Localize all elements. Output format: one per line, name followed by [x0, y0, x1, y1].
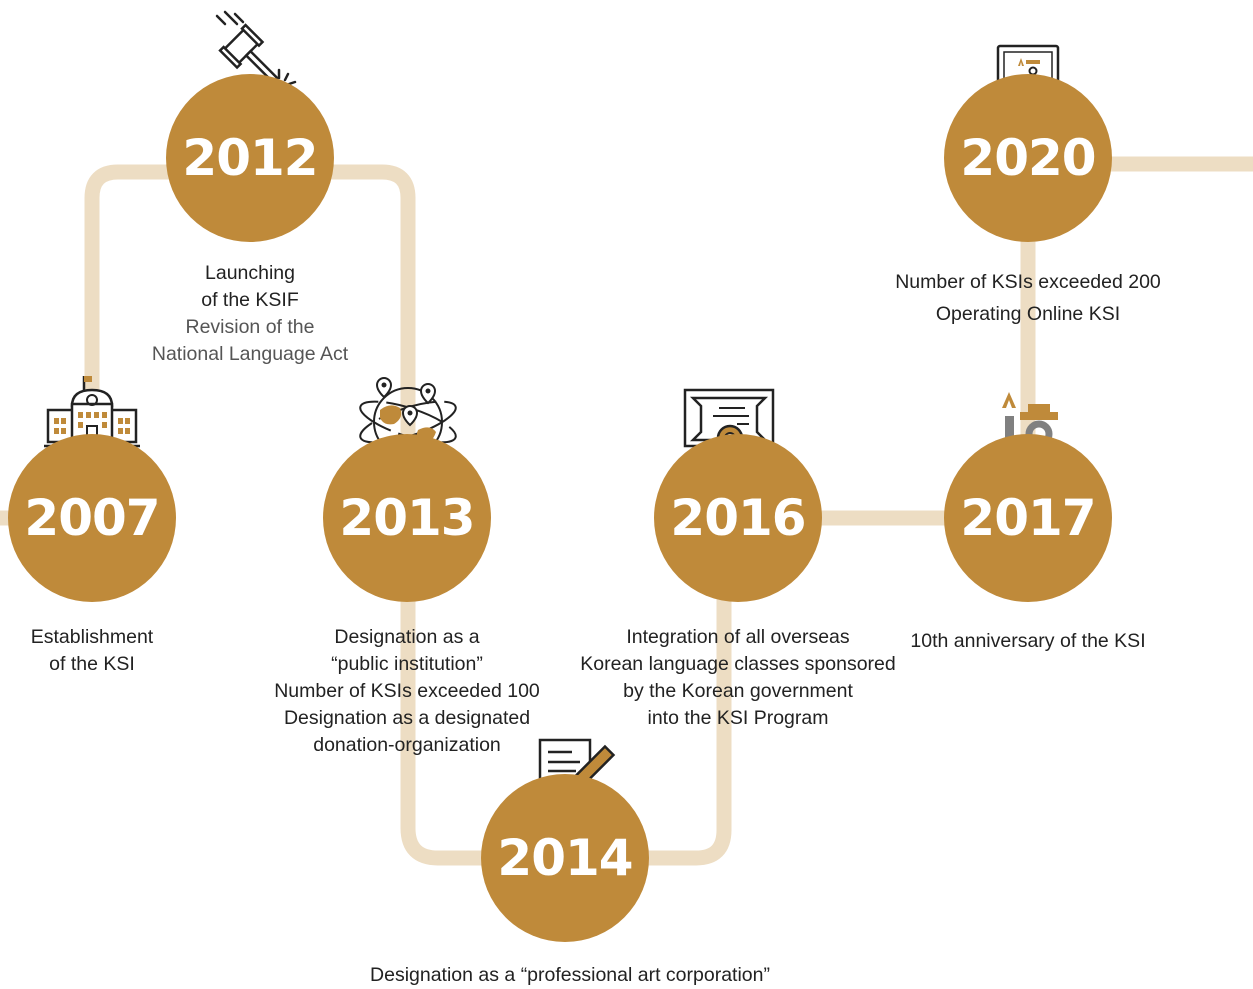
caption-2007-line-2: of the KSI — [49, 653, 135, 675]
caption-2007-line-1: Establishment — [30, 626, 154, 648]
year-label-2020: 2020 — [960, 129, 1096, 187]
caption-2017: 10th anniversary of the KSI — [903, 628, 1153, 655]
caption-2016-line-3: by the Korean government — [623, 680, 853, 702]
caption-2014-line-1: Designation as a “professional art corpo… — [370, 964, 770, 986]
year-circle-2014: 2014 — [481, 774, 649, 942]
caption-2013-line-4: Designation as a designated — [283, 707, 531, 729]
year-label-2013: 2013 — [339, 489, 475, 547]
caption-2014: Designation as a “professional art corpo… — [330, 962, 810, 989]
year-circle-2020: 2020 — [944, 74, 1112, 242]
year-label-2007: 2007 — [24, 489, 160, 547]
caption-2012-sub-1: Revision of the — [185, 316, 315, 338]
caption-2013-line-5: donation-organization — [313, 734, 501, 756]
caption-2016-line-4: into the KSI Program — [647, 707, 829, 729]
year-circle-2012: 2012 — [166, 74, 334, 242]
year-circle-2013: 2013 — [323, 434, 491, 602]
caption-2012-sub-2: National Language Act — [151, 343, 349, 365]
caption-2020: Number of KSIs exceeded 200 Operating On… — [888, 266, 1168, 330]
caption-2012-line-2: of the KSIF — [201, 289, 299, 311]
caption-2016: Integration of all overseas Korean langu… — [573, 624, 903, 732]
year-label-2017: 2017 — [960, 489, 1096, 547]
year-circle-2007: 2007 — [8, 434, 176, 602]
timeline-connector — [0, 156, 1253, 866]
caption-2013-line-2: “public institution” — [331, 653, 483, 675]
year-label-2014: 2014 — [497, 829, 633, 887]
caption-2012-line-1: Launching — [205, 262, 295, 284]
caption-2017-line-1: 10th anniversary of the KSI — [910, 630, 1146, 652]
caption-2013-line-3: Number of KSIs exceeded 100 — [274, 680, 540, 702]
caption-2007: Establishment of the KSI — [2, 624, 182, 678]
year-label-2012: 2012 — [182, 129, 318, 187]
caption-2016-line-2: Korean language classes sponsored — [580, 653, 896, 675]
caption-2013: Designation as a “public institution” Nu… — [257, 624, 557, 759]
year-circle-2016: 2016 — [654, 434, 822, 602]
caption-2016-line-1: Integration of all overseas — [626, 626, 850, 648]
caption-2012: Launching of the KSIF Revision of the Na… — [110, 260, 390, 368]
caption-2020-line-1: Number of KSIs exceeded 200 — [895, 271, 1161, 293]
caption-2013-line-1: Designation as a — [334, 626, 480, 648]
year-label-2016: 2016 — [670, 489, 806, 547]
caption-2020-line-2: Operating Online KSI — [935, 303, 1121, 325]
year-circle-2017: 2017 — [944, 434, 1112, 602]
